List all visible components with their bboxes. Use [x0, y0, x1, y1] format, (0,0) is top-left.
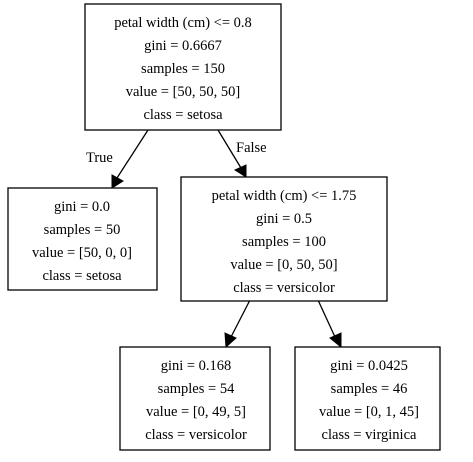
- node-virginica-line-1: gini = 0.0425: [330, 358, 408, 374]
- edge-split2-to-versicolor: [224, 299, 251, 349]
- edge-label-true: True: [86, 150, 113, 166]
- edge-root-to-split2: [217, 129, 247, 178]
- node-setosa-line-3: value = [50, 0, 0]: [32, 245, 132, 261]
- node-split2-line-2: gini = 0.5: [256, 211, 312, 227]
- node-setosa-leaf: gini = 0.0 samples = 50 value = [50, 0, …: [7, 187, 158, 291]
- node-root-line-5: class = setosa: [143, 107, 223, 123]
- node-versicolor-line-3: value = [0, 49, 5]: [146, 404, 246, 420]
- node-virginica-line-4: class = virginica: [322, 427, 417, 443]
- edge-label-false: False: [236, 140, 267, 156]
- node-setosa-line-2: samples = 50: [44, 222, 121, 238]
- node-versicolor-line-4: class = versicolor: [145, 427, 247, 443]
- node-root: petal width (cm) <= 0.8 gini = 0.6667 sa…: [84, 3, 282, 131]
- edge-split2-to-virginica: [317, 299, 342, 349]
- node-root-line-3: samples = 150: [141, 61, 225, 77]
- edge-root-to-setosa: [111, 129, 149, 189]
- node-root-line-2: gini = 0.6667: [144, 38, 222, 54]
- node-versicolor-leaf: gini = 0.168 samples = 54 value = [0, 49…: [119, 346, 271, 451]
- node-split2-line-4: value = [0, 50, 50]: [230, 257, 337, 273]
- node-virginica-line-3: value = [0, 1, 45]: [319, 404, 419, 420]
- arrowhead: [329, 332, 342, 349]
- node-split2-line-5: class = versicolor: [233, 280, 335, 296]
- node-split2: petal width (cm) <= 1.75 gini = 0.5 samp…: [180, 176, 388, 302]
- node-versicolor-line-1: gini = 0.168: [161, 358, 232, 374]
- node-split2-line-1: petal width (cm) <= 1.75: [212, 188, 357, 204]
- node-setosa-line-4: class = setosa: [42, 268, 122, 284]
- node-split2-line-3: samples = 100: [242, 234, 326, 250]
- node-versicolor-line-2: samples = 54: [158, 381, 235, 397]
- arrowhead: [224, 332, 237, 349]
- node-root-line-1: petal width (cm) <= 0.8: [114, 15, 252, 31]
- node-virginica-leaf: gini = 0.0425 samples = 46 value = [0, 1…: [294, 346, 441, 451]
- node-setosa-line-1: gini = 0.0: [54, 199, 110, 215]
- arrowhead: [233, 164, 247, 178]
- node-virginica-line-2: samples = 46: [331, 381, 408, 397]
- arrowhead: [111, 174, 124, 189]
- node-root-line-4: value = [50, 50, 50]: [126, 84, 241, 100]
